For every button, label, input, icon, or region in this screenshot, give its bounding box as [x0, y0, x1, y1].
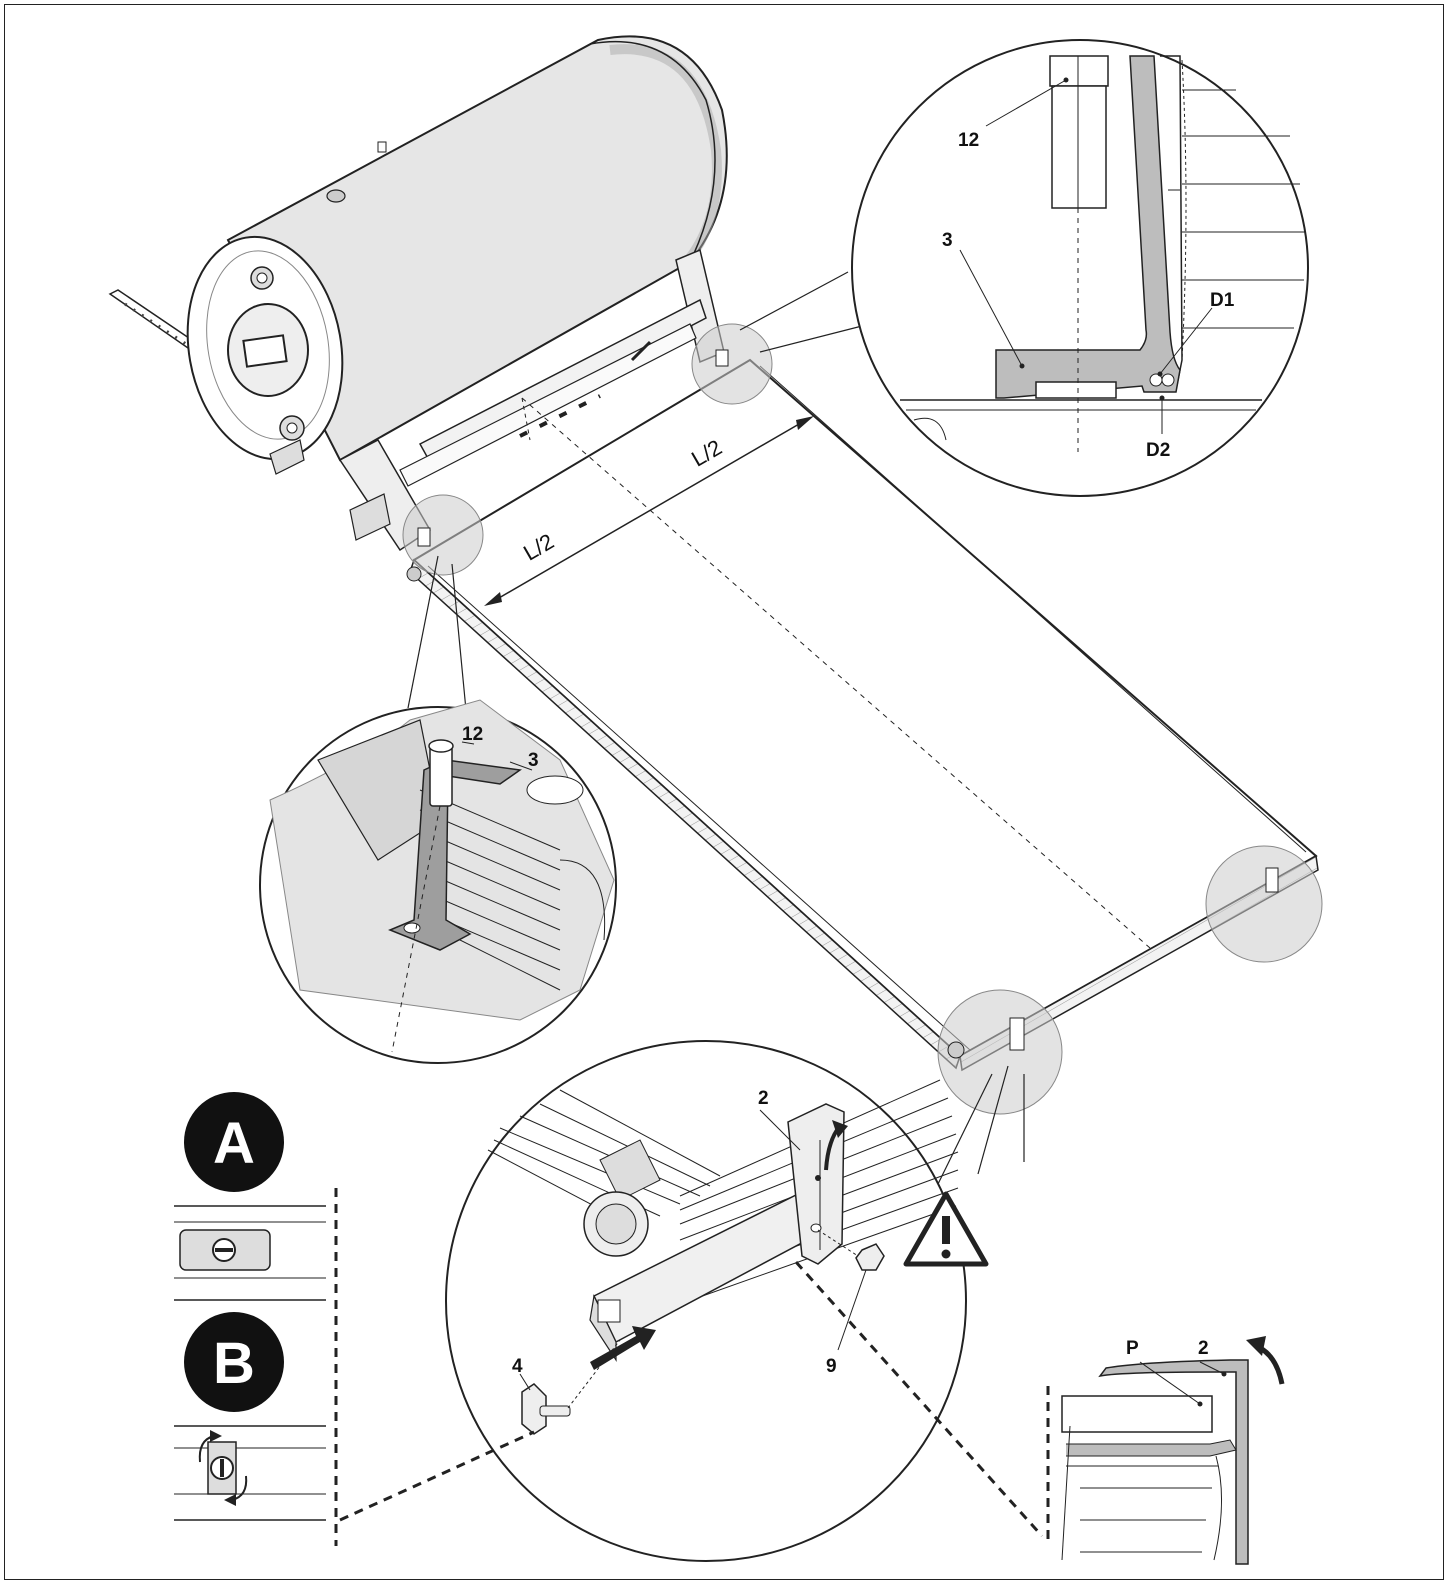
callout-left: 12 3	[259, 555, 617, 1064]
callout-bottom-center: 2 4 9	[445, 1040, 993, 1562]
label-clamp-2-bottom: 2	[758, 1088, 769, 1109]
rotate-arrow-icon	[1246, 1336, 1266, 1356]
label-clamp-2-side: 2	[1198, 1338, 1209, 1359]
step-b-badge	[184, 1312, 284, 1412]
side-detail-clamp: P 2	[977, 1065, 1285, 1565]
label-p: P	[1126, 1338, 1139, 1359]
label-bolt-12-left: 12	[462, 724, 483, 745]
callout-top-right: 12 3 D1 D2	[739, 39, 1309, 497]
label-key-4: 4	[512, 1356, 523, 1377]
support-frame	[269, 248, 725, 552]
warning-triangle-icon	[903, 1191, 989, 1267]
label-bracket-3-left: 3	[528, 750, 539, 771]
water-tank	[108, 35, 728, 462]
step-a-badge	[184, 1092, 284, 1192]
screw-slot-horizontal-icon	[212, 1238, 236, 1262]
legend-a-b: A B	[174, 1092, 338, 1546]
label-bolt-12-top: 12	[958, 130, 979, 151]
label-nut-9: 9	[826, 1356, 837, 1377]
dashed-connectors	[339, 1260, 1044, 1538]
screw-slot-vertical-icon	[210, 1456, 234, 1480]
label-bracket-3-top: 3	[942, 230, 953, 251]
step-b-letter: B	[213, 1331, 255, 1396]
step-a-letter: A	[213, 1111, 255, 1176]
label-d1: D1	[1210, 290, 1235, 311]
label-d2: D2	[1146, 440, 1170, 461]
figure-frame	[4, 4, 1444, 1580]
detail-highlight-circles	[402, 323, 1323, 1115]
